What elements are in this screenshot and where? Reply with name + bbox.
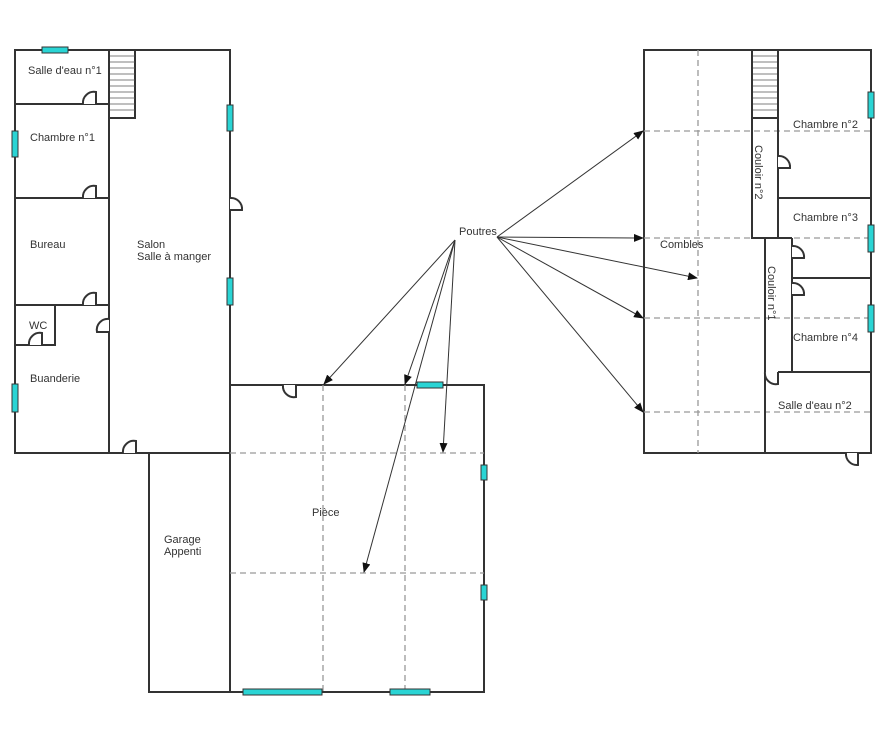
door: [229, 196, 244, 211]
room-label-couloir-1: Couloir n°1: [765, 266, 777, 321]
room-label-couloir-2: Couloir n°2: [752, 145, 764, 200]
door: [81, 90, 97, 105]
window: [867, 224, 875, 253]
door: [95, 317, 110, 333]
window: [226, 104, 234, 132]
room-label-appenti: Appenti: [164, 546, 201, 558]
room-label-combles: Combles: [660, 239, 704, 251]
window: [11, 130, 19, 158]
window: [480, 464, 488, 481]
room-label-chambre-3: Chambre n°3: [793, 212, 858, 224]
room-label-salon: Salon: [137, 239, 165, 251]
window: [480, 584, 488, 601]
room-label-garage: Garage: [164, 534, 201, 546]
room-label-chambre-1: Chambre n°1: [30, 132, 95, 144]
window: [389, 688, 431, 696]
door: [281, 384, 297, 399]
room-label-bureau: Bureau: [30, 239, 65, 251]
upper-floor: [643, 49, 875, 467]
window: [416, 381, 444, 389]
room-label-salle-eau-1: Salle d'eau n°1: [28, 65, 102, 77]
window: [41, 46, 69, 54]
staircase-2: [751, 49, 779, 119]
extension: [148, 381, 488, 696]
beam-arrows: [323, 130, 698, 573]
door: [777, 154, 792, 169]
window: [226, 277, 234, 306]
room-label-wc: WC: [29, 320, 47, 332]
window: [867, 91, 875, 119]
door: [121, 439, 137, 454]
staircase-1: [108, 49, 136, 119]
window: [242, 688, 323, 696]
room-label-piece: Pièce: [312, 507, 340, 519]
window: [11, 383, 19, 413]
room-label-chambre-4: Chambre n°4: [793, 332, 858, 344]
door: [81, 184, 97, 199]
door: [791, 244, 806, 259]
beams-label: Poutres: [459, 226, 497, 238]
room-label-buanderie: Buanderie: [30, 373, 80, 385]
ground-floor: [11, 46, 244, 454]
window: [867, 304, 875, 333]
door: [791, 281, 806, 296]
door: [763, 371, 779, 386]
room-label-salle-a-manger: Salle à manger: [137, 251, 211, 263]
room-label-chambre-2: Chambre n°2: [793, 119, 858, 131]
door: [844, 452, 859, 467]
door: [81, 291, 97, 306]
door: [27, 331, 43, 346]
room-label-salle-eau-2: Salle d'eau n°2: [778, 400, 852, 412]
